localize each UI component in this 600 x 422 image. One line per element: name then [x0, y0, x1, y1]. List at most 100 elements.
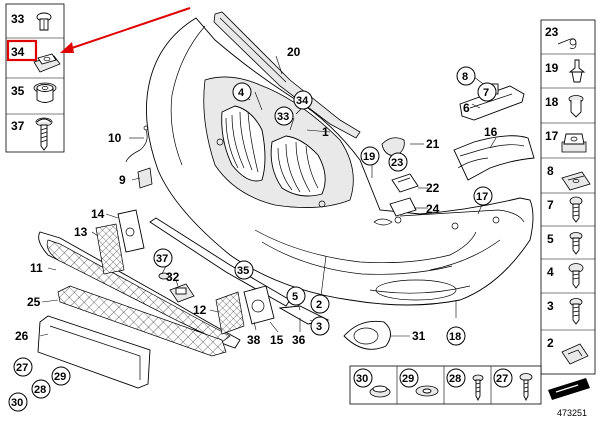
clip-nut-icon — [561, 133, 587, 153]
grille-mesh-panel — [57, 285, 227, 357]
sensor-wire — [125, 125, 149, 163]
grommet-icon — [369, 385, 391, 398]
screw-icon — [472, 374, 484, 402]
expanding-nut-icon — [33, 82, 57, 103]
diagram-reference-number: 473251 — [557, 408, 587, 418]
bottom-item-30: 30 — [353, 368, 391, 398]
right-item-5-number: 5 — [547, 232, 554, 246]
right-item-3-number: 3 — [547, 299, 554, 313]
right-mesh-insert — [215, 291, 245, 335]
callout-13: 13 — [74, 225, 88, 239]
fog-light-ring — [343, 320, 391, 350]
callout-21: 21 — [426, 137, 440, 151]
callout-26: 26 — [15, 329, 29, 343]
left-item-37-number: 37 — [11, 119, 25, 133]
bottom-item-29: 29 — [399, 368, 439, 397]
license-plate-bracket — [37, 315, 151, 389]
callout-4: 4 — [238, 87, 245, 99]
callout-22: 22 — [426, 181, 440, 195]
callout-30: 30 — [11, 397, 23, 409]
spring-clip-icon — [557, 38, 577, 49]
callout-27: 27 — [16, 362, 28, 374]
callout-18: 18 — [449, 331, 461, 343]
right-panel-frame — [540, 19, 596, 375]
screw-icon — [519, 373, 533, 402]
callout-19: 19 — [363, 151, 375, 163]
bottom-item-28: 28 — [446, 368, 484, 402]
right-item-4-number: 4 — [547, 265, 554, 279]
callout-6: 6 — [463, 101, 470, 115]
left-item-33-number: 33 — [11, 12, 25, 26]
upper-carrier-strip — [213, 11, 361, 139]
callout-37: 37 — [156, 253, 168, 265]
callout-35: 35 — [237, 265, 249, 277]
screw-icon — [568, 263, 584, 289]
right-item-18-number: 18 — [545, 95, 559, 109]
air-duct — [453, 135, 535, 181]
callout-33: 33 — [277, 111, 289, 123]
callout-7: 7 — [483, 87, 489, 99]
screw-icon — [569, 196, 583, 223]
sheet-metal-nut-icon — [561, 171, 591, 191]
callout-17: 17 — [476, 191, 488, 203]
screw-icon — [35, 117, 53, 151]
callout-23: 23 — [391, 157, 403, 169]
callout-34: 34 — [296, 95, 309, 107]
callout-31: 31 — [412, 329, 426, 343]
washer-cap — [381, 137, 405, 157]
corner-symbol-icon — [548, 378, 590, 400]
callout-14: 14 — [91, 207, 105, 221]
right-item-2-number: 2 — [547, 336, 554, 350]
callout-5: 5 — [292, 291, 298, 303]
bottom-row-frame — [349, 365, 542, 405]
right-hardware-panel: 23 19 18 17 8 7 — [540, 19, 596, 375]
side-clip — [137, 167, 153, 189]
right-item-23-number: 23 — [545, 25, 559, 39]
push-rivet-icon — [36, 12, 52, 31]
left-hardware-panel: 33 34 35 37 — [5, 3, 65, 153]
callout-10: 10 — [108, 131, 122, 145]
expanding-rivet-icon — [568, 95, 584, 118]
item-34-highlight-box — [6, 39, 38, 62]
left-corner-grille — [117, 209, 145, 253]
highlight-arrow — [60, 7, 191, 53]
callout-25: 25 — [27, 295, 41, 309]
callout-16: 16 — [484, 125, 498, 139]
callout-2: 2 — [316, 299, 322, 311]
screw-icon — [569, 232, 583, 255]
mounting-bracket-upper — [391, 173, 419, 193]
leader-lines — [39, 55, 497, 337]
callout-15: 15 — [270, 333, 284, 347]
bracket-clip — [169, 283, 195, 303]
fog-light-bracket — [243, 285, 275, 325]
screw-icon — [569, 298, 583, 325]
bottom-item-27: 27 — [493, 368, 533, 402]
bottom-item-29-number: 29 — [402, 373, 414, 385]
right-item-8-number: 8 — [547, 164, 554, 178]
callout-11: 11 — [30, 261, 43, 275]
callout-32: 32 — [166, 270, 180, 284]
mounting-bracket-lower — [389, 197, 417, 217]
left-mesh-insert — [95, 223, 125, 275]
callouts: 20 4 34 33 1 19 23 21 22 24 8 7 6 16 17 … — [8, 45, 498, 412]
bottom-item-27-number: 27 — [496, 373, 508, 385]
clip-nut-icon — [33, 53, 61, 73]
callout-3: 3 — [316, 321, 322, 333]
callout-1: 1 — [322, 125, 329, 139]
callout-24: 24 — [426, 202, 440, 216]
plastic-rivet-icon — [568, 59, 586, 83]
left-item-34-number: 34 — [11, 45, 25, 59]
bottom-item-28-number: 28 — [449, 373, 461, 385]
callout-38: 38 — [247, 333, 261, 347]
callout-28: 28 — [34, 384, 46, 396]
bottom-item-30-number: 30 — [356, 373, 368, 385]
callout-20: 20 — [287, 45, 301, 59]
callout-9: 9 — [119, 173, 126, 187]
callout-8: 8 — [462, 71, 468, 83]
left-item-35-number: 35 — [11, 84, 25, 98]
clip-icon — [561, 343, 589, 365]
callout-36: 36 — [292, 333, 306, 347]
right-item-17-number: 17 — [545, 129, 559, 143]
washer-icon — [415, 385, 439, 397]
